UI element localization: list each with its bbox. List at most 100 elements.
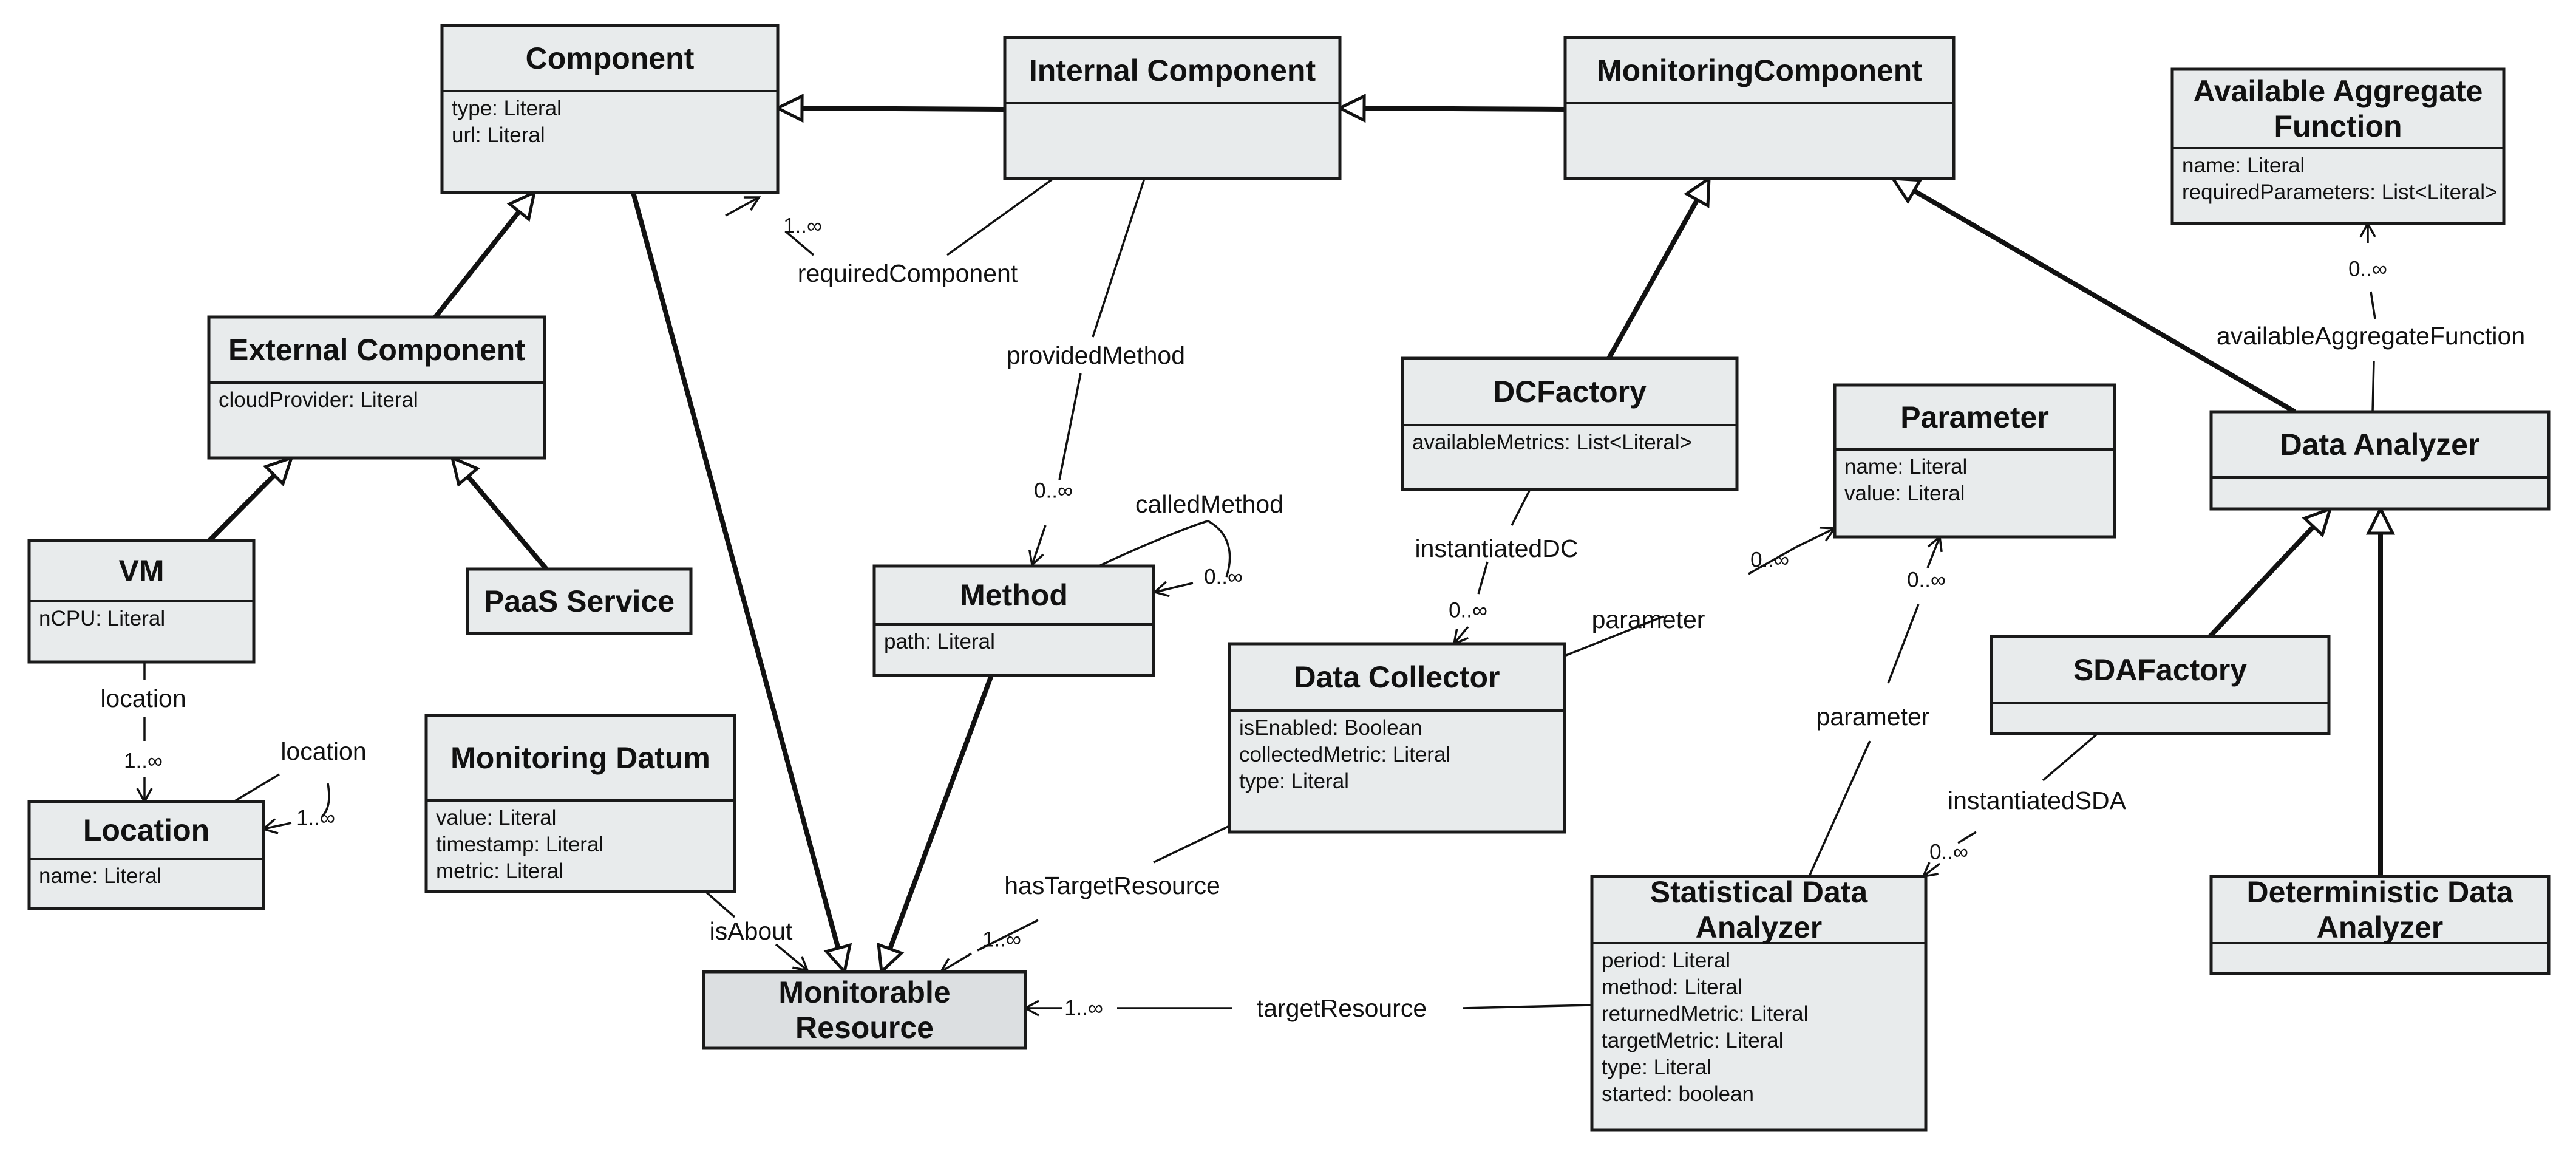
label-available-aggregate-function: availableAggregateFunction [2217, 322, 2525, 350]
generalization-vm-to-external [208, 455, 294, 542]
deterministic-data-analyzer-box [2209, 875, 2551, 975]
label-required-component: requiredComponent [798, 259, 1018, 287]
generalization-arrowhead [262, 455, 294, 487]
attribute: returnedMetric: Literal [1602, 1002, 1808, 1026]
association-location-location [321, 783, 330, 818]
location-box [27, 800, 265, 910]
class-name: Location [83, 813, 209, 847]
attribute: cloudProvider: Literal [219, 388, 418, 412]
class-name: Resource [795, 1011, 934, 1045]
method-box [872, 564, 1155, 677]
class-name: Analyzer [2317, 910, 2443, 944]
class-name: Analyzer [1696, 910, 1822, 944]
label-sda-parameter: parameter [1816, 703, 1930, 731]
generalization-sdafactory-to-dataanalyzer [2208, 506, 2333, 638]
generalization-monitoring-to-internal [1336, 94, 1566, 123]
association-called-method [1154, 582, 1194, 593]
attribute: type: Literal [452, 97, 562, 120]
paas-service-box [466, 567, 693, 635]
data-analyzer-class[interactable]: Data Analyzer [2209, 410, 2551, 511]
attribute: name: Literal [39, 864, 161, 888]
sda-factory-class[interactable]: SDAFactory [1990, 635, 2331, 735]
monitorable-resource-box [702, 970, 1027, 1050]
class-name: Function [2274, 109, 2402, 143]
generalization-arrowhead [1684, 176, 1711, 208]
association-dc-parameter [1796, 527, 1835, 548]
external-component-class[interactable]: External Component cloudProvider: Literal [207, 315, 546, 460]
class-name: SDAFactory [2073, 653, 2247, 687]
label-location-location: location [280, 737, 366, 765]
association-required-component [946, 177, 1055, 256]
attribute: metric: Literal [436, 859, 563, 883]
generalization-arrowhead [2365, 505, 2396, 535]
association-dc-parameter [1564, 615, 1664, 657]
attribute: nCPU: Literal [39, 607, 165, 630]
label-has-target-resource: hasTargetResource [1004, 871, 1220, 899]
paas-service-class[interactable]: PaaS Service [466, 567, 693, 635]
association-sda-parameter [1808, 740, 1871, 877]
monitoring-datum-box [424, 714, 736, 893]
attribute: period: Literal [1602, 949, 1730, 972]
multiplicity-sda-parameter: 0..∞ [1907, 568, 1946, 592]
attribute: collectedMetric: Literal [1239, 743, 1450, 766]
generalization-internal-to-component [774, 94, 1005, 123]
location-class[interactable]: Location name: Literal [27, 800, 265, 910]
attribute: requiredParameters: List<Literal> [2182, 180, 2497, 204]
attribute: availableMetrics: List<Literal> [1412, 431, 1692, 454]
multiplicity-vm-location: 1..∞ [124, 749, 163, 773]
navigability-arrowhead [743, 196, 761, 211]
class-name: External Component [228, 333, 525, 367]
generalization-arrowhead [1890, 177, 1923, 205]
class-name: Component [526, 41, 695, 75]
multiplicity-provided-method: 0..∞ [1034, 479, 1073, 503]
attribute: name: Literal [2182, 154, 2305, 177]
association-has-target-resource [940, 952, 972, 973]
internal-component-box [1003, 36, 1342, 180]
generalization-external-to-component [433, 189, 537, 319]
relationships [136, 94, 2396, 1017]
attribute: isEnabled: Boolean [1239, 716, 1422, 740]
generalization-arrowhead [2302, 506, 2333, 538]
attribute: value: Literal [1844, 482, 1965, 505]
generalization-arrowhead [506, 189, 537, 222]
generalization-arrowhead [877, 942, 905, 975]
label-is-about: isAbout [710, 917, 793, 945]
association-sda-parameter [1887, 604, 1920, 684]
label-instantiated-sda: instantiatedSDA [1948, 786, 2127, 814]
parameter-box [1833, 383, 2116, 539]
statistical-data-analyzer-box [1590, 875, 1928, 1132]
internal-component-class[interactable]: Internal Component [1003, 36, 1342, 180]
label-dc-parameter: parameter [1592, 605, 1705, 633]
data-collector-class[interactable]: Data Collector isEnabled: Boolean collecte… [1228, 642, 1566, 834]
association-is-about [775, 943, 809, 972]
available-aggregate-function-class[interactable]: Available AggregateFunction name: Literal… [2170, 67, 2506, 225]
class-name: Internal Component [1029, 53, 1316, 87]
class-name: VM [119, 554, 165, 588]
label-provided-method: providedMethod [1007, 341, 1185, 369]
attribute: targetMetric: Literal [1602, 1029, 1784, 1052]
multiplicity-target-resource: 1..∞ [1064, 997, 1103, 1020]
class-name: Statistical Data [1650, 875, 1869, 909]
label-target-resource: targetResource [1257, 994, 1427, 1022]
attribute: type: Literal [1602, 1056, 1711, 1079]
association-instantiated-dc [1453, 626, 1469, 645]
vm-class[interactable]: VM nCPU: Literal [27, 539, 256, 664]
label-called-method: calledMethod [1135, 490, 1283, 518]
class-name: Available Aggregate [2193, 74, 2483, 108]
external-component-box [207, 315, 546, 460]
class-name: Data Collector [1294, 660, 1500, 694]
attribute: timestamp: Literal [436, 833, 603, 856]
generalization-method-to-monitorable [877, 674, 994, 975]
association-provided-method [1031, 525, 1047, 565]
monitoring-component-class[interactable]: MonitoringComponent [1563, 36, 1956, 180]
attribute: type: Literal [1239, 769, 1349, 793]
